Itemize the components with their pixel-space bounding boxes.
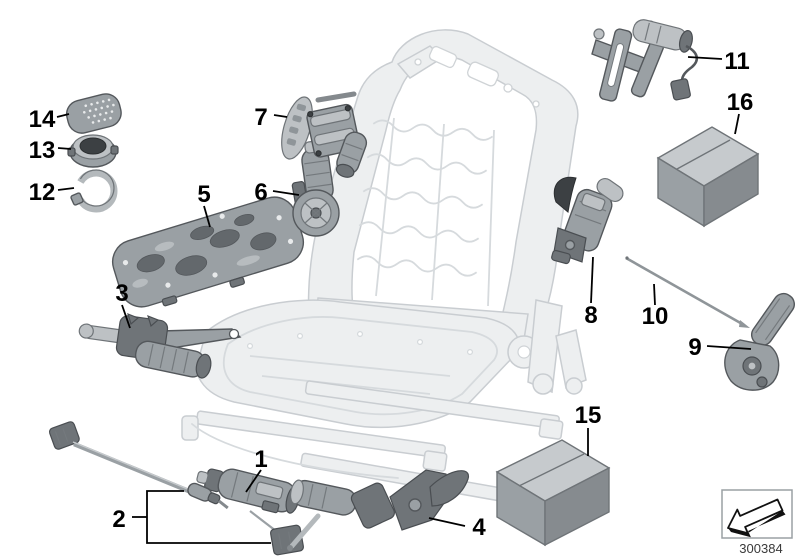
part-5-seat-pan <box>111 196 305 308</box>
diagram-code: 300384 <box>739 541 782 556</box>
callout-label-11[interactable]: 11 <box>724 48 749 75</box>
part-6-backrest-motor <box>291 139 340 237</box>
callout-label-9[interactable]: 9 <box>688 334 701 361</box>
callout-label-5[interactable]: 5 <box>197 181 210 208</box>
part-9-release-lever <box>724 292 795 391</box>
part-12-retaining-ring <box>70 169 118 213</box>
part-15-kit-box <box>495 439 611 547</box>
callout-label-14[interactable]: 14 <box>29 106 56 133</box>
seat-frame-watermark <box>181 29 587 518</box>
callout-label-16[interactable]: 16 <box>727 89 754 116</box>
callout-label-7[interactable]: 7 <box>254 104 267 131</box>
front-of-vehicle-arrow-icon <box>727 498 786 538</box>
callout-label-13[interactable]: 13 <box>29 137 56 164</box>
callout-label-3[interactable]: 3 <box>115 280 128 307</box>
part-7-lumbar-drive <box>281 91 368 178</box>
part-11-head-restraint-drive <box>591 19 699 102</box>
callout-label-10[interactable]: 10 <box>642 303 669 330</box>
part-8-actuator <box>551 176 624 265</box>
callout-label-15[interactable]: 15 <box>575 402 602 429</box>
callout-leader-lines <box>56 56 752 544</box>
callout-label-6[interactable]: 6 <box>254 179 267 206</box>
part-3-height-motor <box>78 312 242 379</box>
part-10-drive-rod <box>625 256 750 328</box>
part-1-drive-motor <box>196 468 301 514</box>
callout-label-1[interactable]: 1 <box>254 446 267 473</box>
part-13-speaker-cap <box>67 134 119 168</box>
callout-label-4[interactable]: 4 <box>472 514 486 541</box>
part-2-flexible-shaft-group <box>48 421 304 556</box>
part-14-perforated-pad <box>65 93 122 134</box>
callout-label-2[interactable]: 2 <box>112 506 125 533</box>
callout-label-8[interactable]: 8 <box>584 302 597 329</box>
part-16-kit-box <box>656 126 760 228</box>
callout-label-12[interactable]: 12 <box>29 179 56 206</box>
part-4-actuator-lever <box>287 469 469 551</box>
direction-indicator-box <box>721 489 793 539</box>
